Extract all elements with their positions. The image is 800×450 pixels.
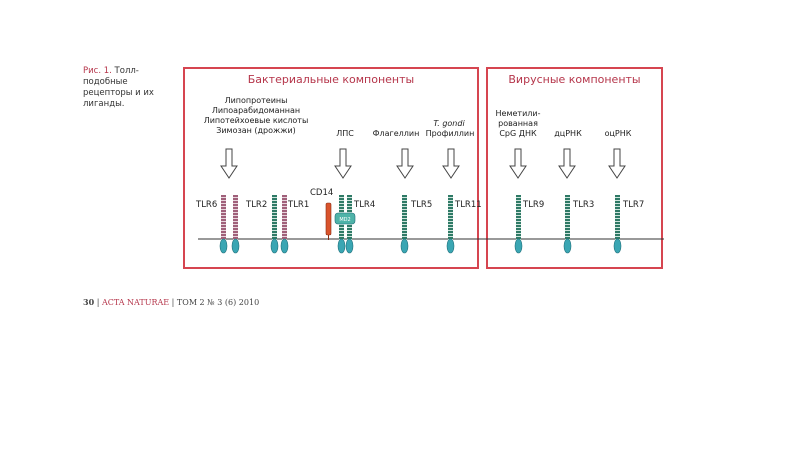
ligand-cpg-dna-line2: рованная xyxy=(498,119,538,128)
arrow-tlr2 xyxy=(220,148,238,179)
ligand-lipoarabinomannan: Липоарабидоманнан xyxy=(211,106,301,115)
tlr11-label: TLR11 xyxy=(455,200,482,210)
ligand-lipoteichoic-acids: Липотейхоевые кислоты xyxy=(203,116,309,125)
tlr11-receptor xyxy=(446,195,455,254)
ligand-ssrna: оцРНК xyxy=(604,129,632,138)
ligand-profilin: Профиллин xyxy=(425,129,475,138)
journal-volume: ТОМ 2 № 3 (6) 2010 xyxy=(176,298,260,307)
figure-caption: Рис. 1. Толл-подобные рецепторы и их лиг… xyxy=(83,66,173,110)
ligand-lipoproteins: Липопротеины xyxy=(224,96,288,105)
tlr7-receptor xyxy=(613,195,622,254)
tlr3-receptor xyxy=(563,195,572,254)
tlr3-label: TLR3 xyxy=(573,200,595,210)
arrow-tlr5 xyxy=(396,148,414,179)
tlr4-label: TLR4 xyxy=(354,200,376,210)
arrow-tlr11 xyxy=(442,148,460,179)
bacterial-components-panel: Бактериальные компоненты xyxy=(183,67,479,269)
bacterial-components-title: Бактериальные компоненты xyxy=(247,73,415,86)
figure-caption-text: Толл-подобные рецепторы и их лиганды. xyxy=(83,66,154,109)
ligand-flagellin: Флагеллин xyxy=(372,129,420,138)
md2-label: MD2 xyxy=(339,217,350,223)
figure-label: Рис. 1. xyxy=(83,66,112,76)
ligand-t-gondii: T. gondi xyxy=(433,119,465,128)
tlr6-receptor xyxy=(219,195,228,254)
arrow-tlr4 xyxy=(334,148,352,179)
ligand-cpg-dna-line3: CpG ДНК xyxy=(499,129,537,138)
tlr7-label: TLR7 xyxy=(623,200,645,210)
viral-components-title: Вирусные компоненты xyxy=(508,73,641,86)
tlr1-receptor xyxy=(280,195,289,254)
ligand-arrows xyxy=(220,148,626,179)
arrow-tlr9 xyxy=(509,148,527,179)
tlr6-label: TLR6 xyxy=(196,200,218,210)
tlr2-ligand-list: Липопротеины Липоарабидоманнан Липотейхо… xyxy=(196,96,316,136)
page-number: 30 xyxy=(83,297,95,307)
ligand-cpg-dna-line1: Неметили- xyxy=(495,109,541,118)
tlr5-receptor xyxy=(400,195,409,254)
tlr2-label: TLR2 xyxy=(246,200,268,210)
ligand-dsrna: дцРНК xyxy=(554,129,582,138)
tlr9-receptor xyxy=(514,195,523,254)
tlr5-label: TLR5 xyxy=(411,200,433,210)
page-footer: 30 | ACTA NATURAE | ТОМ 2 № 3 (6) 2010 xyxy=(83,297,259,307)
ligand-zymosan: Зимозан (дрожжи) xyxy=(216,126,296,135)
arrow-tlr3 xyxy=(558,148,576,179)
ligand-cpg-dna: Неметили- рованная CpG ДНК xyxy=(488,109,548,139)
journal-name: ACTA NATURAE xyxy=(101,298,170,307)
tlr2-receptor-a xyxy=(231,195,240,254)
tlr9-label: TLR9 xyxy=(523,200,545,210)
tlr1-label: TLR1 xyxy=(288,200,310,210)
tlr2-receptor-b xyxy=(270,195,279,254)
md2-protein: MD2 xyxy=(334,212,356,225)
cd14-protein xyxy=(325,202,332,240)
footer-separator-1: | xyxy=(96,298,100,307)
ligand-lps: ЛПС xyxy=(336,129,354,138)
arrow-tlr7 xyxy=(608,148,626,179)
viral-components-panel: Вирусные компоненты xyxy=(486,67,663,269)
cd14-label: CD14 xyxy=(310,188,334,198)
footer-separator-2: | xyxy=(171,298,175,307)
